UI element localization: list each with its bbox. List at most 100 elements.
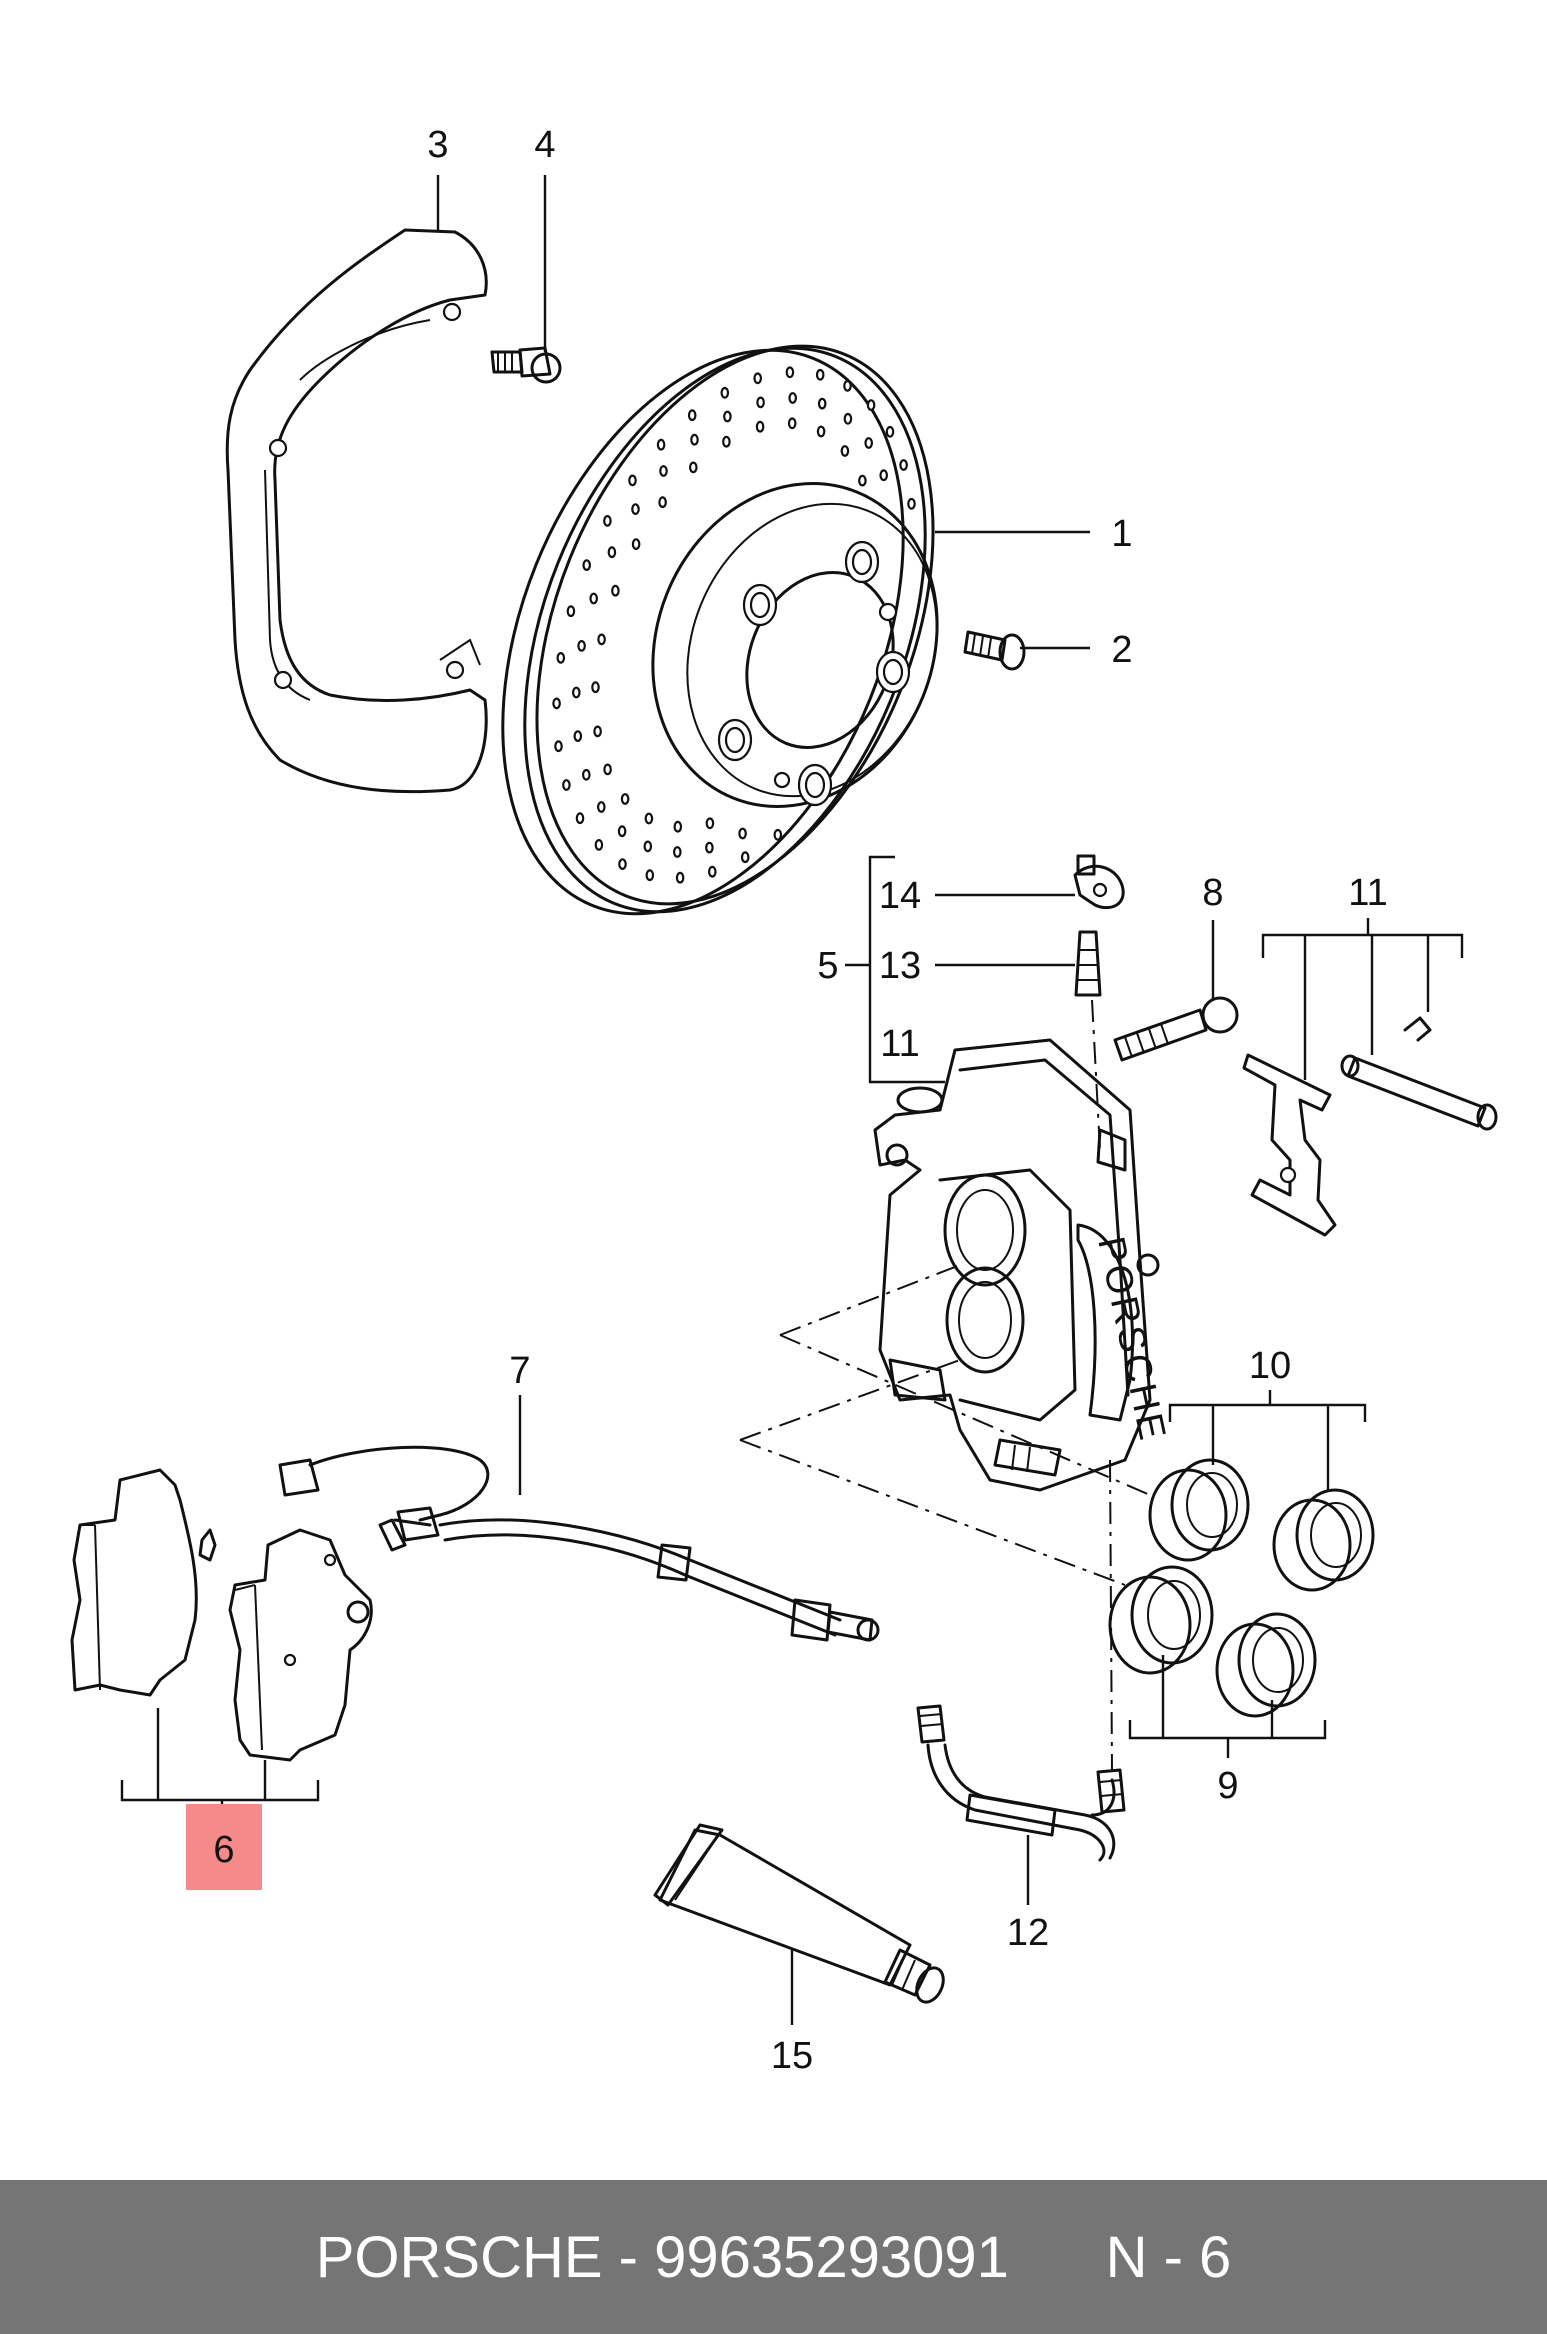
drill-hole bbox=[690, 433, 699, 446]
drill-hole bbox=[723, 410, 732, 423]
footer-gap bbox=[1009, 2224, 1106, 2291]
brake-pads-drawing bbox=[70, 1468, 373, 1762]
drill-hole bbox=[645, 869, 655, 882]
callout-6: 6 bbox=[213, 1829, 234, 1871]
drill-hole bbox=[589, 592, 599, 605]
drill-hole bbox=[843, 412, 853, 425]
callout-10: 10 bbox=[1249, 1345, 1291, 1387]
drill-hole bbox=[787, 417, 797, 430]
callout-11: 11 bbox=[1348, 872, 1387, 914]
drill-hole bbox=[594, 839, 604, 851]
drill-hole bbox=[571, 686, 581, 699]
callout-2: 2 bbox=[1111, 629, 1132, 671]
callout-1: 1 bbox=[1111, 513, 1132, 555]
callout-6-highlight bbox=[186, 1804, 262, 1890]
drill-hole bbox=[864, 437, 874, 449]
callout-8: 8 bbox=[1202, 872, 1223, 914]
shield-bolt-drawing bbox=[490, 346, 562, 384]
drill-hole bbox=[705, 841, 714, 854]
drill-hole bbox=[643, 840, 653, 853]
drill-hole bbox=[631, 503, 640, 516]
drill-hole bbox=[773, 828, 783, 841]
callout-15: 15 bbox=[771, 2035, 813, 2077]
drill-hole bbox=[740, 851, 750, 864]
callout-13: 13 bbox=[879, 945, 921, 987]
drill-hole bbox=[617, 825, 627, 838]
leader-lines bbox=[120, 175, 1464, 2025]
disc-screw-drawing bbox=[963, 630, 1026, 671]
drill-hole bbox=[618, 858, 627, 870]
drill-hole bbox=[644, 812, 654, 825]
drill-hole bbox=[673, 820, 683, 833]
grease-tube-drawing bbox=[653, 1823, 945, 2004]
drill-hole bbox=[556, 652, 566, 664]
drill-hole bbox=[756, 396, 765, 409]
bleeder-cap-drawing bbox=[1073, 854, 1125, 910]
diagram-position-text: N - 6 bbox=[1105, 2224, 1232, 2290]
callout-4: 4 bbox=[534, 124, 555, 166]
drill-hole bbox=[688, 461, 698, 474]
drill-hole bbox=[738, 827, 747, 840]
drill-hole bbox=[596, 801, 606, 813]
callout-11-caliper: 11 bbox=[880, 1023, 919, 1065]
drill-hole bbox=[907, 497, 916, 510]
drill-hole bbox=[575, 812, 585, 825]
caliper-brand-text: PORSCHE bbox=[1089, 1233, 1174, 1446]
drill-hole bbox=[675, 871, 685, 884]
piston-seal-drawing bbox=[1108, 1565, 1317, 1718]
drill-hole bbox=[566, 605, 576, 618]
drill-hole bbox=[562, 779, 571, 791]
drill-hole bbox=[659, 465, 668, 477]
retaining-spring-drawing bbox=[1242, 1053, 1337, 1237]
drill-hole bbox=[858, 474, 867, 487]
drill-hole bbox=[577, 640, 586, 652]
callout-12: 12 bbox=[1007, 1912, 1049, 1954]
drill-hole bbox=[788, 392, 798, 404]
callout-14: 14 bbox=[879, 875, 921, 917]
drill-hole bbox=[552, 697, 561, 710]
drill-hole bbox=[611, 584, 620, 597]
drill-hole bbox=[705, 817, 715, 830]
callout-3: 3 bbox=[427, 124, 448, 166]
callout-9: 9 bbox=[1217, 1765, 1238, 1807]
drill-hole bbox=[620, 793, 630, 805]
brake-line-drawing bbox=[916, 1704, 1126, 1862]
drill-hole bbox=[879, 469, 889, 482]
drill-hole bbox=[817, 397, 827, 410]
drill-hole bbox=[631, 538, 641, 550]
drill-hole bbox=[755, 420, 765, 433]
drill-hole bbox=[573, 730, 583, 742]
drill-hole bbox=[840, 445, 850, 457]
drill-hole bbox=[603, 763, 612, 776]
spring-clip-drawing bbox=[1403, 1016, 1432, 1042]
drill-hole bbox=[597, 633, 606, 646]
drill-hole bbox=[816, 425, 826, 438]
parts-diagram: PORSCHE bbox=[70, 124, 1498, 2077]
drill-hole bbox=[707, 865, 717, 878]
drill-hole bbox=[603, 515, 612, 527]
drill-hole bbox=[753, 372, 763, 385]
callout-7: 7 bbox=[509, 1350, 530, 1392]
drill-hole bbox=[722, 435, 731, 448]
bleeder-valve-drawing bbox=[1074, 930, 1102, 997]
drill-hole bbox=[582, 559, 592, 571]
retaining-pin-drawing bbox=[1340, 1054, 1498, 1131]
drill-hole bbox=[656, 438, 666, 451]
drill-hole bbox=[672, 846, 682, 858]
brake-disc-drawing bbox=[501, 344, 939, 916]
drill-hole bbox=[720, 386, 730, 399]
seal-ring-drawing bbox=[1148, 1458, 1375, 1592]
drill-hole bbox=[687, 409, 697, 422]
drill-hole bbox=[866, 399, 876, 412]
drill-hole bbox=[628, 474, 637, 487]
drill-hole bbox=[815, 368, 825, 381]
part-number-text: PORSCHE - 99635293091 bbox=[315, 2224, 1009, 2290]
drill-hole bbox=[899, 459, 908, 471]
drill-hole bbox=[591, 681, 600, 694]
drill-hole bbox=[581, 768, 591, 781]
drill-hole bbox=[658, 496, 667, 509]
drill-hole bbox=[593, 725, 602, 738]
drill-hole bbox=[785, 366, 795, 379]
dust-shield-drawing bbox=[225, 228, 488, 794]
callout-5: 5 bbox=[817, 945, 838, 987]
